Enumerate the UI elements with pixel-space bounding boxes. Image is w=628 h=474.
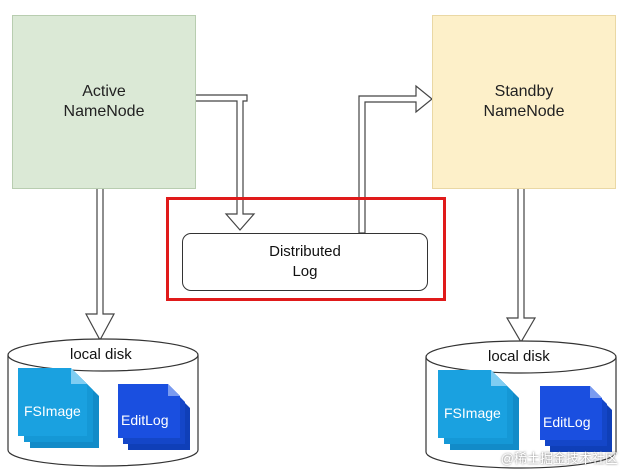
left-fsimage-label: FSImage <box>24 403 81 419</box>
arrow-active-to-log <box>193 94 256 231</box>
distributed-log-box: Distributed Log <box>182 233 428 291</box>
standby-namenode-line1: Standby <box>494 83 554 100</box>
distributed-log-highlight <box>166 197 446 301</box>
right-fsimage-label: FSImage <box>444 405 501 421</box>
arrow-standby-to-disk <box>505 186 537 344</box>
distributed-log-line2: Log <box>292 263 318 280</box>
right-editlog-label: EditLog <box>543 414 591 430</box>
arrow-log-to-standby <box>358 84 433 234</box>
right-fsimage-icon <box>438 370 519 450</box>
right-editlog-icon <box>540 386 612 452</box>
active-namenode-line1: Active <box>82 83 126 100</box>
distributed-log-line1: Distributed <box>269 243 341 260</box>
active-namenode-box: Active NameNode <box>12 15 196 189</box>
left-editlog-icon <box>118 384 190 450</box>
arrow-active-to-disk <box>84 186 116 342</box>
active-namenode-line2: NameNode <box>63 103 145 120</box>
standby-namenode-box: Standby NameNode <box>432 15 616 189</box>
right-disk-label: local disk <box>488 348 550 365</box>
left-disk-label: local disk <box>70 346 132 363</box>
watermark: @稀土掘金技术社区 <box>500 451 618 466</box>
standby-namenode-line2: NameNode <box>483 103 565 120</box>
left-fsimage-icon <box>18 368 99 448</box>
left-editlog-label: EditLog <box>121 412 169 428</box>
